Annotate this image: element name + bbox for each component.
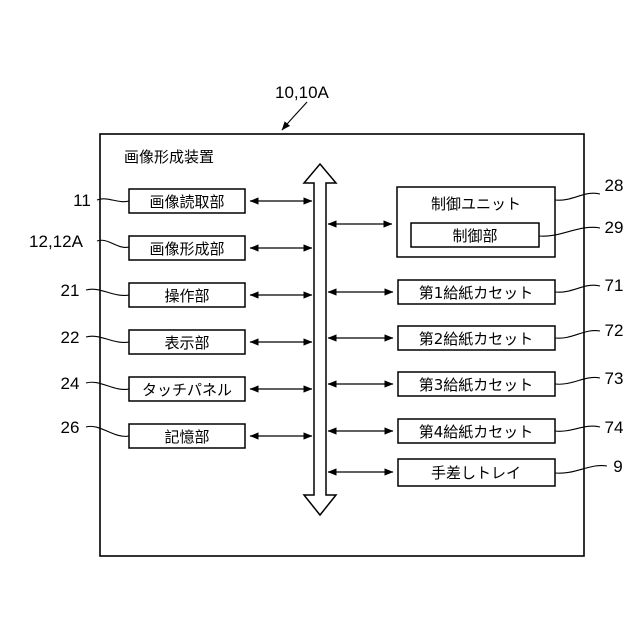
- left-block-ref: 26: [61, 418, 80, 437]
- left-block-ref: 11: [73, 191, 91, 210]
- controller-ref: 29: [605, 218, 624, 237]
- device-title: 画像形成装置: [124, 148, 214, 166]
- control-unit-ref: 28: [605, 176, 624, 195]
- right-block-ref: 9: [613, 457, 622, 476]
- right-block-label: 第4給紙カセット: [419, 423, 534, 441]
- right-block-ref: 72: [605, 321, 624, 340]
- left-block-label: 操作部: [164, 287, 209, 305]
- left-block-ref: 22: [61, 328, 80, 347]
- device-ref-leader: [282, 102, 307, 130]
- left-block-label: 画像読取部: [149, 193, 224, 211]
- left-block-ref: 12,12A: [29, 232, 84, 251]
- left-block-label: タッチパネル: [142, 381, 232, 399]
- left-block-ref: 21: [61, 281, 80, 300]
- controller-label: 制御部: [452, 227, 497, 245]
- control-unit-label: 制御ユニット: [431, 195, 521, 213]
- right-block-ref: 74: [605, 418, 624, 437]
- right-block-label: 手差しトレイ: [431, 464, 521, 482]
- left-block-ref: 24: [61, 374, 80, 393]
- device-ref: 10,10A: [275, 83, 330, 102]
- left-block-label: 画像形成部: [149, 240, 224, 258]
- left-block-label: 記憶部: [164, 428, 209, 446]
- right-block-ref: 71: [605, 276, 624, 295]
- right-block-ref: 73: [605, 369, 624, 388]
- right-block-label: 第1給紙カセット: [419, 284, 534, 302]
- left-block-label: 表示部: [164, 334, 209, 352]
- right-block-label: 第2給紙カセット: [419, 330, 534, 348]
- right-block-label: 第3給紙カセット: [419, 376, 534, 394]
